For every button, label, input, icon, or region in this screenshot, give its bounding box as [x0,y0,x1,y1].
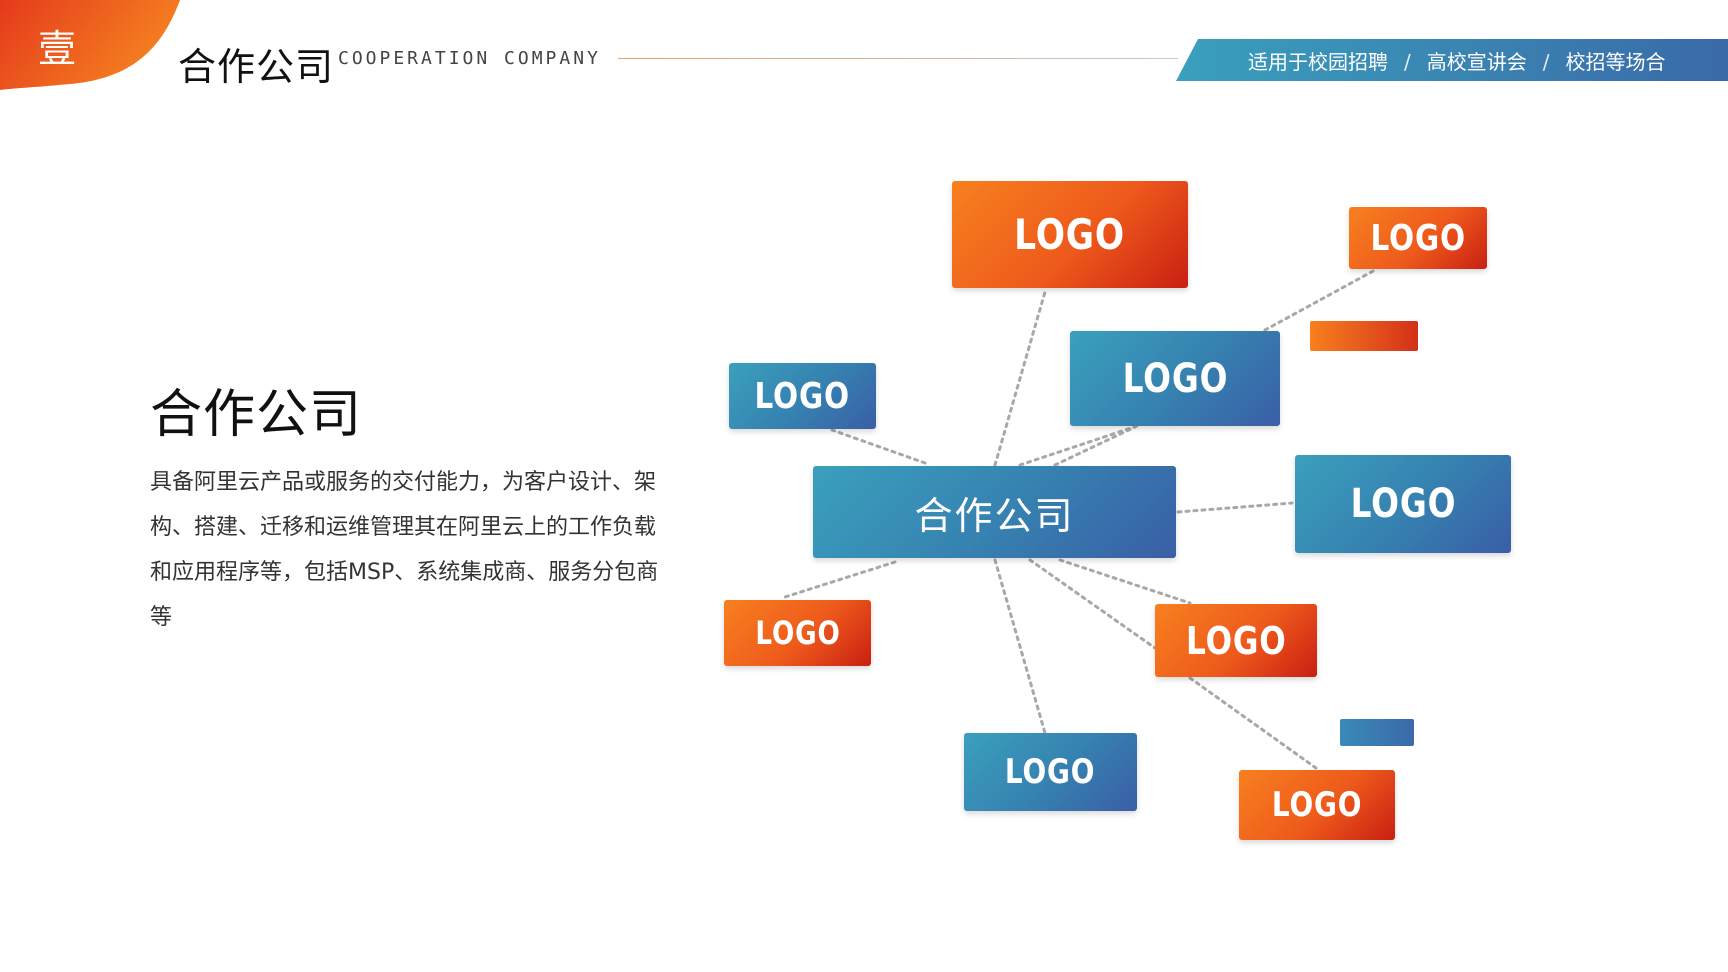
connector-line [1018,423,1142,467]
section-number: 壹 [38,27,77,71]
tag-item: 校招等场合 [1565,50,1666,74]
connector-line [1176,501,1294,514]
logo-node-label: LOGO [1370,217,1466,259]
connector-line [993,558,1047,735]
logo-node-label: LOGO [754,375,851,417]
logo-node-label: LOGO [1185,618,1287,663]
connector-line [1053,425,1137,467]
section-description: 具备阿里云产品或服务的交付能力，为客户设计、架构、搭建、迁移和运维管理其在阿里云… [150,470,659,630]
logo-node: LOGO [952,181,1188,288]
connector-line [830,428,927,465]
logo-node: LOGO [729,363,876,429]
usage-tags: 适用于校园招聘 / 高校宣讲会 / 校招等场合 [1248,46,1666,75]
center-node-label: 合作公司 [914,493,1075,538]
logo-node: LOGO [724,600,871,666]
connector-line [1058,558,1192,605]
logo-node: LOGO [1349,207,1487,269]
logo-node-label: LOGO [1271,785,1363,825]
tag-separator: / [1542,50,1550,74]
accent-bar [1340,719,1414,746]
logo-node-label: LOGO [1014,210,1126,259]
logo-node: LOGO [1070,331,1280,426]
tag-separator: / [1404,50,1411,74]
section-number-badge: 壹 [0,0,180,90]
logo-node: LOGO [1155,604,1317,677]
center-node: 合作公司 [813,466,1176,558]
logo-node: LOGO [1239,770,1395,840]
logo-node: LOGO [964,733,1137,811]
tag-item: 适用于校园招聘 [1248,50,1388,74]
connector-line [783,560,897,599]
connector-line [1028,558,1157,650]
connector-line [1263,268,1377,332]
section-heading: 合作公司 [150,385,363,445]
connector-line [993,290,1047,467]
page-title: 合作公司 [178,45,335,89]
tag-item: 高校宣讲会 [1426,50,1527,74]
usage-tags-banner: 适用于校园招聘 / 高校宣讲会 / 校招等场合 [1176,39,1728,81]
logo-node-label: LOGO [1350,481,1456,527]
title-divider [618,58,1178,59]
logo-node: LOGO [1295,455,1511,553]
accent-bar [1310,321,1418,351]
logo-node-label: LOGO [754,614,841,652]
logo-node-label: LOGO [1005,752,1096,792]
logo-node-label: LOGO [1122,355,1228,402]
page-subtitle: COOPERATION COMPANY [338,48,601,69]
connector-line [1188,676,1318,770]
